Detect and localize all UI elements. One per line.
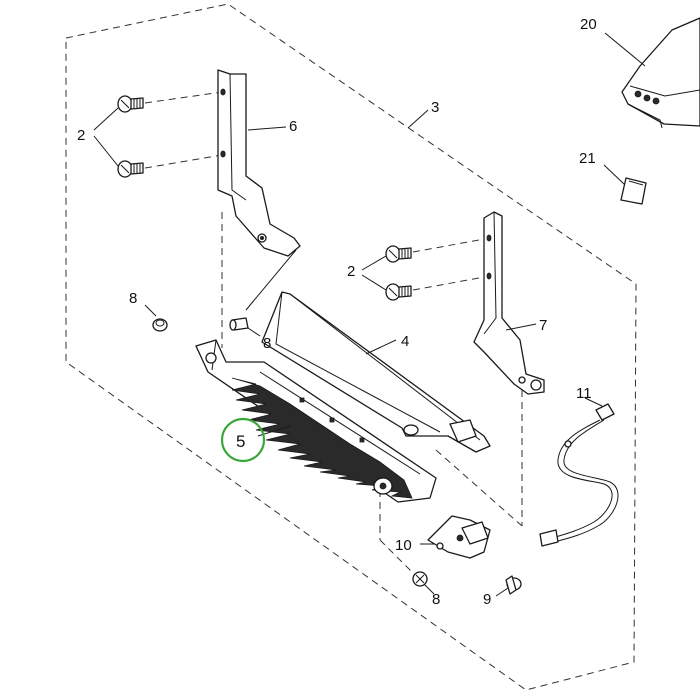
screw-axis-4: [412, 275, 491, 291]
leader-8c: [423, 583, 435, 595]
part-20[interactable]: [621, 17, 700, 129]
callout-2-left: 2: [77, 127, 85, 144]
bar-4[interactable]: [261, 291, 491, 453]
rod: [245, 249, 297, 311]
bracket-7[interactable]: [473, 211, 545, 395]
screw-2-mid-upper[interactable]: [385, 245, 412, 263]
callout-6: 6: [289, 118, 297, 135]
leader-9: [495, 587, 509, 597]
leader-8a: [144, 304, 157, 317]
leader-8b: [247, 327, 261, 337]
callout-21: 21: [579, 150, 596, 167]
callout-10: 10: [395, 537, 412, 554]
screw-8-bottom[interactable]: [412, 571, 428, 587]
callout-8-mid: 8: [263, 335, 271, 352]
leader-2b-1: [361, 255, 387, 271]
leader-4: [365, 339, 397, 355]
leader-2b-2: [361, 274, 387, 291]
leader-6: [247, 126, 287, 131]
screw-axis-1: [144, 91, 223, 104]
leader-3: [407, 109, 429, 129]
pin-8-mid[interactable]: [229, 317, 249, 331]
callout-5: 5: [236, 432, 245, 451]
callout-3: 3: [431, 99, 439, 116]
leader-2a-1: [93, 107, 119, 131]
part-10[interactable]: [427, 515, 491, 559]
screw-axis-3: [412, 237, 491, 253]
leader-20: [604, 32, 646, 67]
screw-axis-2: [144, 154, 223, 169]
callout-2-mid: 2: [347, 263, 355, 280]
screw-2-mid-lower[interactable]: [385, 283, 412, 301]
leader-2a-2: [93, 135, 119, 167]
screw-9[interactable]: [505, 575, 522, 595]
leader-11: [584, 397, 603, 407]
callout-8-left: 8: [129, 290, 137, 307]
assembly-outline: [65, 3, 637, 691]
assembly-5[interactable]: [195, 339, 437, 503]
callout-11: 11: [576, 385, 592, 402]
callout-4: 4: [401, 333, 409, 350]
screw-2-lower[interactable]: [117, 160, 144, 178]
cable-11[interactable]: [539, 403, 619, 547]
bracket-6[interactable]: [217, 69, 301, 257]
leader-21: [603, 164, 625, 185]
screw-2-upper[interactable]: [117, 95, 144, 113]
guide-right-2: [435, 449, 523, 527]
highlight-circle-5: [220, 417, 266, 463]
callout-7: 7: [539, 317, 547, 334]
callout-8-bottom: 8: [432, 591, 440, 608]
part-21[interactable]: [620, 177, 647, 205]
callout-9: 9: [483, 591, 491, 608]
callout-20: 20: [580, 16, 597, 33]
guide-bottom-2: [379, 539, 421, 581]
leader-7: [505, 323, 537, 331]
nut-8-left[interactable]: [152, 318, 168, 332]
